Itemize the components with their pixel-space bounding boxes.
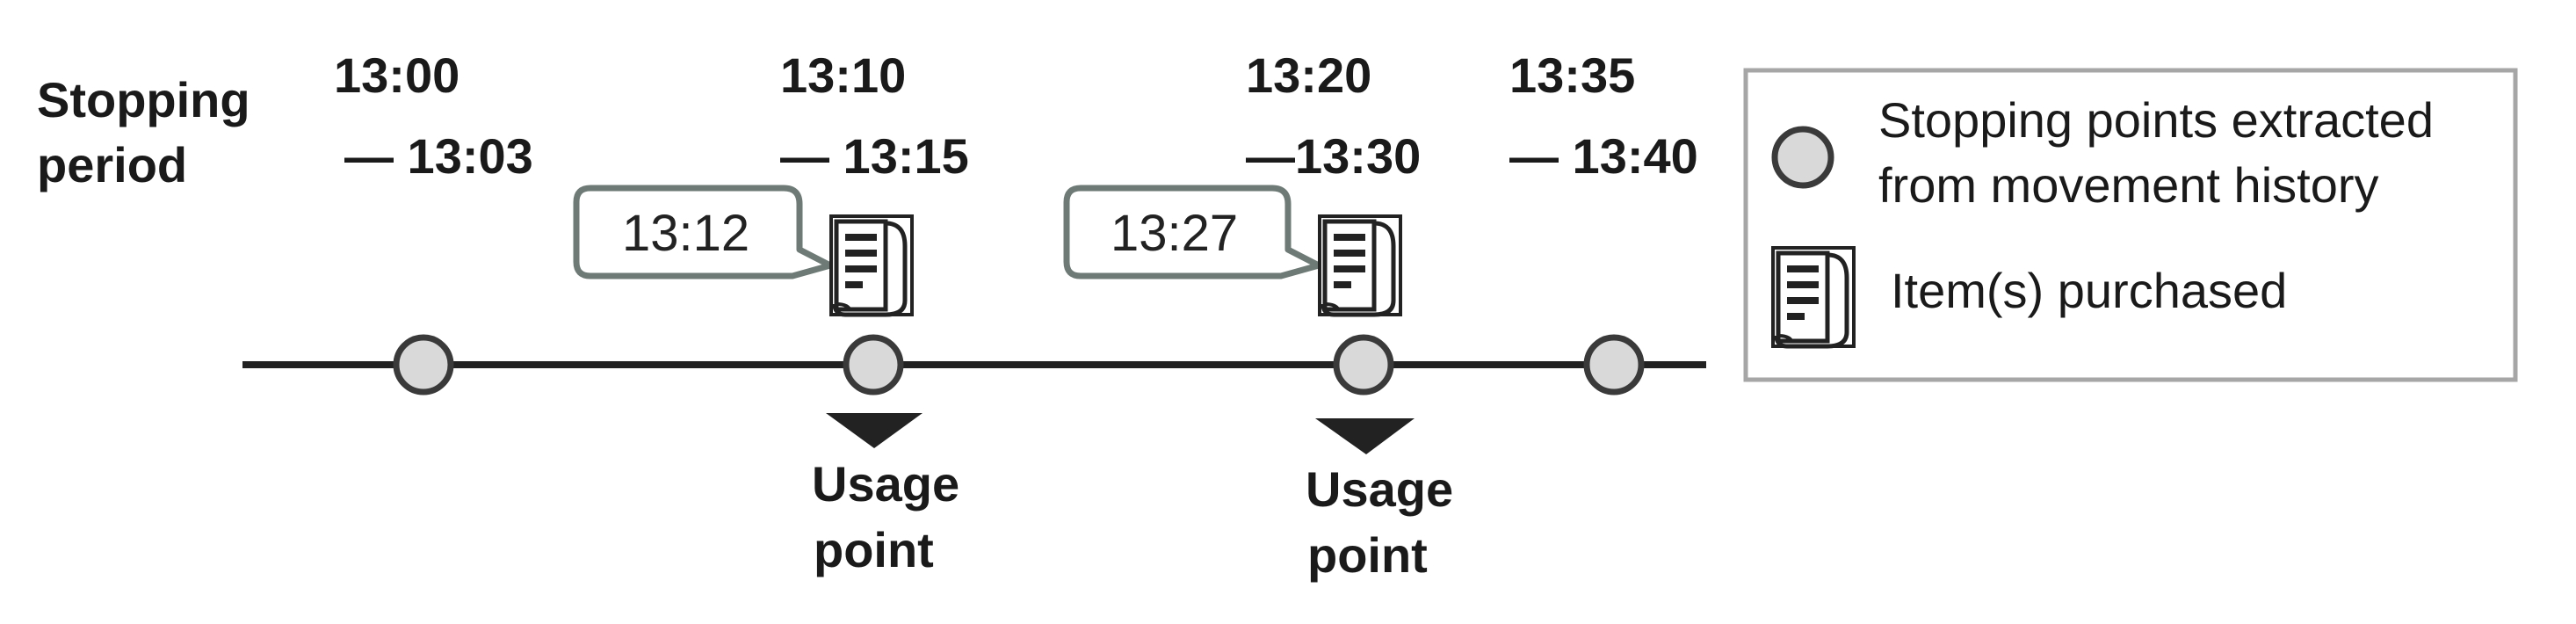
period-4-end: — 13:40 (1509, 128, 1698, 184)
period-4-start: 13:35 (1509, 47, 1635, 103)
legend-stop-line1: Stopping points extracted (1878, 92, 2434, 148)
purchase-callout-2 (1063, 185, 1322, 279)
down-triangle-icon (1315, 418, 1415, 454)
period-2-start: 13:10 (780, 47, 906, 103)
period-3-end: —13:30 (1246, 128, 1421, 184)
period-2-end: — 13:15 (780, 128, 969, 184)
circle-node-icon (1771, 126, 1834, 189)
legend-purchase-label: Item(s) purchased (1891, 263, 2287, 318)
legend-box (1743, 68, 2518, 382)
stop-node-3 (1333, 334, 1394, 395)
purchase-time-2: 13:27 (1111, 205, 1238, 262)
usage-point-1-line1: Usage (812, 456, 959, 512)
title-line2: period (37, 137, 187, 192)
legend-stop-line2: from movement history (1878, 157, 2379, 213)
period-1-start: 13:00 (334, 47, 459, 103)
period-3-start: 13:20 (1246, 47, 1371, 103)
down-triangle-icon (826, 413, 923, 448)
period-1-end: — 13:03 (344, 128, 533, 184)
usage-point-2-line1: Usage (1306, 461, 1453, 517)
purchase-callout-1 (573, 185, 834, 279)
usage-point-2-line2: point (1307, 527, 1428, 583)
stop-node-2 (843, 334, 904, 395)
usage-point-1-line2: point (814, 522, 934, 577)
receipt-icon (831, 216, 912, 315)
purchase-time-1: 13:12 (622, 205, 749, 262)
receipt-icon (1320, 216, 1400, 315)
title-line1: Stopping (37, 72, 250, 127)
receipt-icon (1773, 248, 1854, 346)
stop-node-1 (393, 334, 454, 395)
stop-node-4 (1583, 334, 1645, 395)
